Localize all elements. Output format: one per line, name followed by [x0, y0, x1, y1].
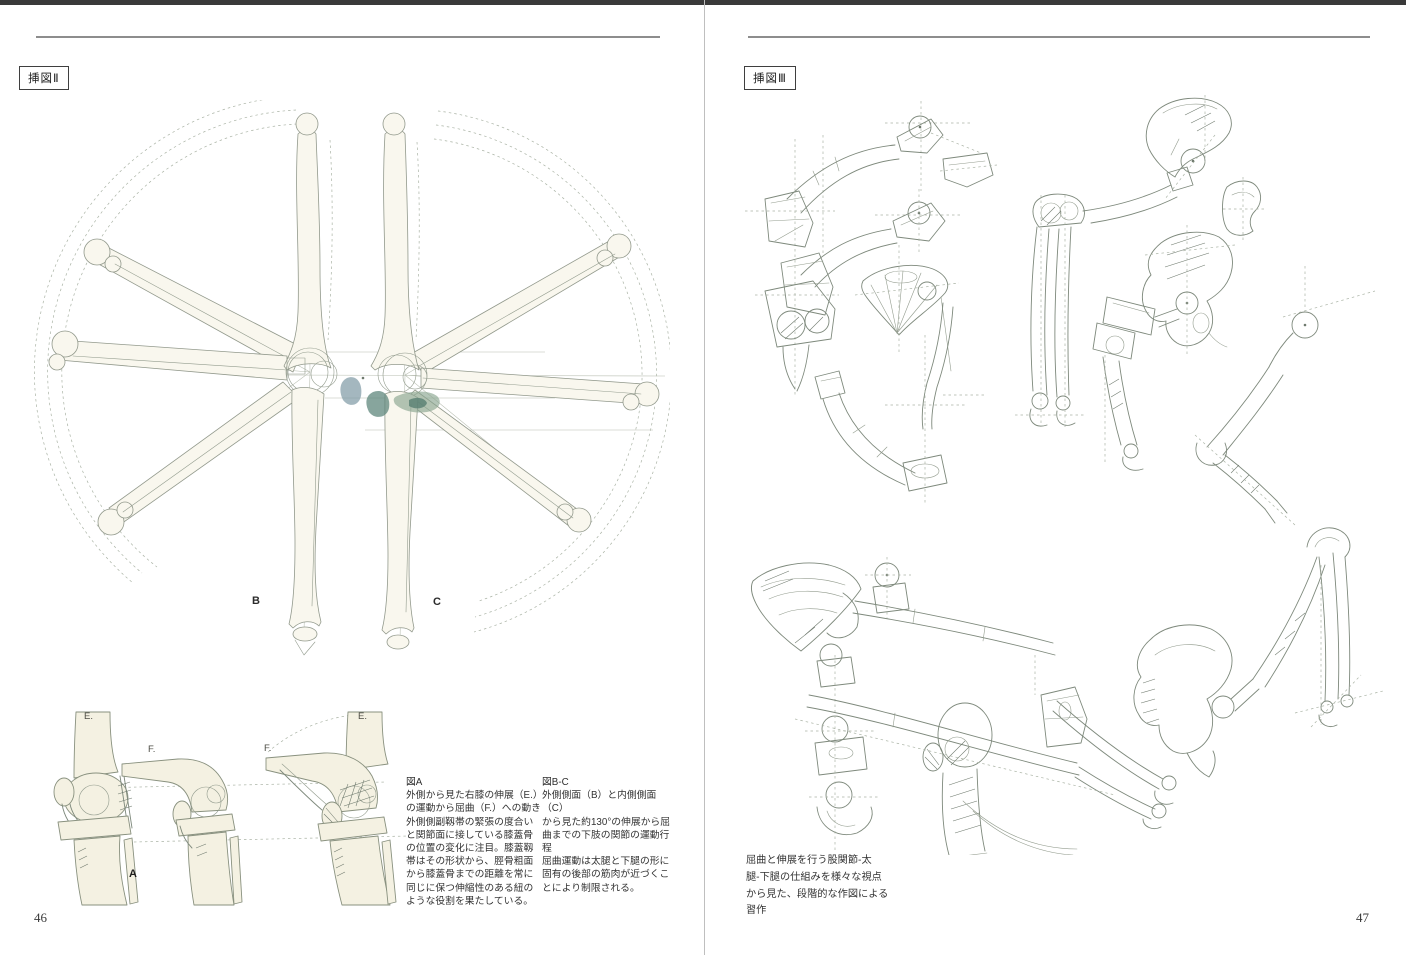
- caption-right-body: 屈曲と伸展を行う股関節-太 腿-下腿の仕組みを様々な視点 から見た、段階的な作図…: [746, 855, 889, 917]
- flexion-spokes-left: [48, 238, 304, 536]
- figure-label-right: 挿図Ⅲ: [744, 66, 796, 90]
- pelvis-bent-leg-study: [1133, 527, 1384, 778]
- arc-ribbon-study: [814, 302, 985, 505]
- figure-a-label: A: [129, 868, 137, 880]
- iliac-fan-study: [854, 245, 960, 372]
- watercolor-ligament-wash: [340, 377, 440, 417]
- header-rule-right: [748, 36, 1370, 38]
- tibia-lateral-view: [288, 386, 325, 656]
- page-number-left: 46: [34, 910, 47, 925]
- motion-label-e2: E.: [358, 711, 367, 722]
- foreshortened-pelvis-leg-study: [750, 557, 1177, 855]
- hip-femur-back-view: [1015, 95, 1232, 427]
- knee-midflexion-study: [121, 758, 243, 906]
- femur-medial-view: [370, 112, 428, 398]
- figure-label-left: 挿図Ⅱ: [19, 66, 69, 90]
- motion-label-f2: F.: [264, 743, 272, 754]
- motion-label-f1: F.: [148, 744, 156, 755]
- caption-a-body: 外側から見た右膝の伸展（E.） の運動から屈曲（F.）への動き 外側側副靱帯の緊…: [406, 790, 543, 907]
- motion-label-e1: E.: [84, 711, 93, 722]
- caption-bc-body: 外側側面（B）と内側側面（C） から見た約130°の伸展から屈 曲までの下肢の関…: [542, 790, 671, 894]
- knee-condyle-block-study: [755, 280, 839, 392]
- book-top-edge: [0, 0, 1406, 5]
- caption-figure-bc: 図B-C 外側側面（B）と内側側面（C） から見た約130°の伸展から屈 曲まで…: [542, 776, 678, 895]
- trochanter-block-study: [939, 152, 998, 188]
- caption-figure-a: 図A 外側から見た右膝の伸展（E.） の運動から屈曲（F.）への動き 外側側副靱…: [406, 776, 548, 908]
- view-label-c: C: [433, 596, 441, 608]
- femur-lateral-view: [283, 112, 338, 397]
- hip-leg-studies: [745, 95, 1384, 855]
- knee-extended-study: [53, 711, 139, 906]
- flexion-spokes-right: [404, 233, 660, 533]
- view-label-b: B: [252, 595, 260, 607]
- caption-bc-title: 図B-C: [542, 777, 569, 788]
- page-gutter-line: [704, 0, 705, 955]
- study-guide-lines: [89, 713, 409, 843]
- page-number-right: 47: [1356, 910, 1369, 925]
- diagonal-femur-study: [1194, 265, 1376, 526]
- caption-a-title: 図A: [406, 777, 423, 788]
- knee-rotation-diagram: [34, 100, 670, 656]
- knee-deepflexion-study: [265, 711, 397, 906]
- header-rule-left: [36, 36, 660, 38]
- blocky-femur-study-1: [745, 101, 982, 395]
- knee-flexion-studies: [53, 711, 409, 906]
- pelvis-lateral-study: [1092, 225, 1236, 471]
- small-bone-study: [1222, 177, 1265, 241]
- construction-arcs: [34, 100, 670, 633]
- caption-right-page: 屈曲と伸展を行う股関節-太 腿-下腿の仕組みを様々な視点 から見た、段階的な作図…: [746, 853, 908, 920]
- tibia-medial-view: [381, 390, 419, 650]
